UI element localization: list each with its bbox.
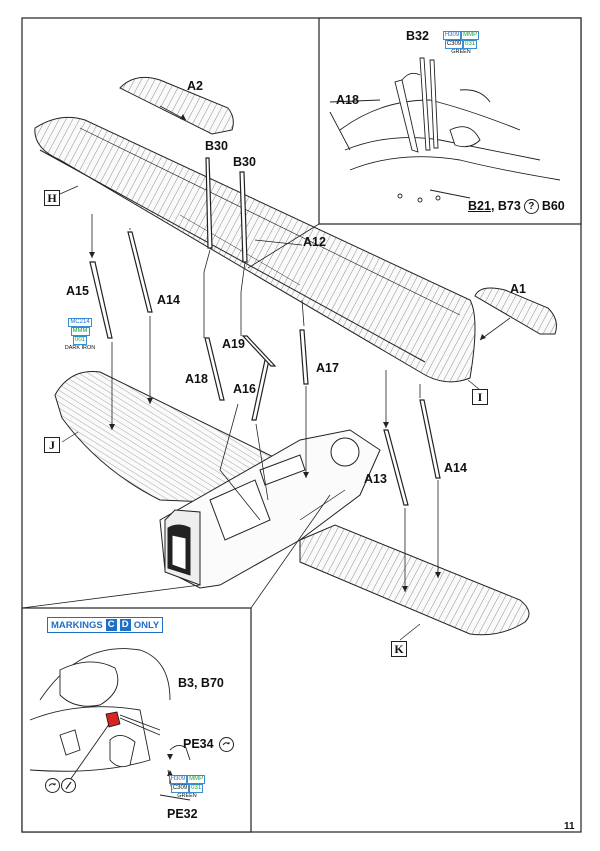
label-a14-right: A14 <box>444 461 467 475</box>
inset-connectors <box>21 223 331 609</box>
label-a2: A2 <box>187 79 203 93</box>
fuselage <box>159 429 381 589</box>
page-number: 11 <box>564 821 575 832</box>
bend-symbol-icon <box>45 778 60 793</box>
label-b30-left: B30 <box>205 139 228 153</box>
marker-k: K <box>391 641 407 657</box>
label-a15: A15 <box>66 284 89 298</box>
inset-top-drawing <box>329 57 561 203</box>
glue-symbol-icon <box>61 778 76 793</box>
label-pe34: PE34 <box>183 737 214 751</box>
lower-wing-left <box>54 370 301 506</box>
label-a14-left: A14 <box>157 293 180 307</box>
label-a1: A1 <box>510 282 526 296</box>
inset-top-frame <box>318 17 582 225</box>
markings-banner: MARKINGS C D ONLY <box>47 617 164 633</box>
label-a12: A12 <box>303 235 326 249</box>
label-a19: A19 <box>222 337 245 351</box>
aileron-a2 <box>119 76 234 135</box>
label-b3-b70: B3, B70 <box>178 676 224 690</box>
highlight-part <box>105 711 121 728</box>
label-b30-right: B30 <box>233 155 256 169</box>
lower-wing-right <box>299 524 530 636</box>
marker-h: H <box>44 190 60 206</box>
assembly-guide-lines <box>91 105 511 592</box>
label-a18: A18 <box>185 372 208 386</box>
marker-j: J <box>44 437 60 453</box>
marker-i: I <box>472 389 488 405</box>
paint-code-a15: MC214 MMM 001 DARK IRON <box>64 318 96 351</box>
page-border <box>21 17 582 833</box>
label-a17: A17 <box>316 361 339 375</box>
label-b32: B32 <box>406 29 429 43</box>
inset-bottom-frame <box>21 607 252 833</box>
struts <box>89 157 441 506</box>
label-pe32: PE32 <box>167 807 198 821</box>
aileron-a1 <box>474 287 557 335</box>
bend-symbol-icon <box>219 737 234 752</box>
inset-bottom-drawing <box>29 648 191 801</box>
label-a16: A16 <box>233 382 256 396</box>
label-a13: A13 <box>364 472 387 486</box>
arrow-heads <box>89 114 486 592</box>
upper-wing <box>34 116 476 383</box>
question-icon: ? <box>523 199 539 214</box>
label-a18-inset: A18 <box>336 93 359 107</box>
inset-top-note: B21 , B73 ? B60 <box>468 199 565 214</box>
